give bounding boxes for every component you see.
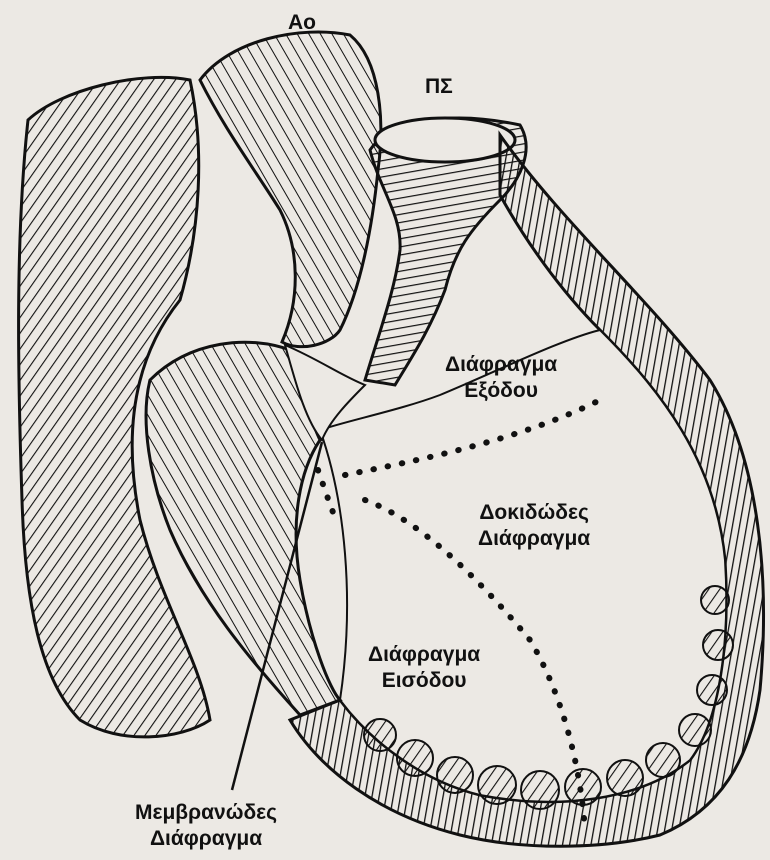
label-membranous-septum: Μεμβρανώδες Διάφραγμα (135, 800, 277, 853)
label-outlet-septum-line1: Διάφραγμα (445, 352, 557, 378)
label-trabecular-septum-line2: Διάφραγμα (478, 526, 590, 552)
pulmonary-trunk-lumen (375, 118, 515, 162)
label-pulmonary-trunk: ΠΣ (425, 74, 453, 100)
label-outlet-septum: Διάφραγμα Εξόδου (445, 352, 557, 405)
label-inlet-septum-line2: Εισόδου (368, 668, 480, 694)
label-outlet-septum-line2: Εξόδου (445, 378, 557, 404)
label-aorta: Ao (288, 10, 316, 36)
aorta-vessel (200, 32, 381, 347)
label-inlet-septum: Διάφραγμα Εισόδου (368, 642, 480, 695)
label-trabecular-septum: Δοκιδώδες Διάφραγμα (478, 500, 590, 553)
label-inlet-septum-line1: Διάφραγμα (368, 642, 480, 668)
label-membranous-septum-line2: Διάφραγμα (135, 826, 277, 852)
label-membranous-septum-line1: Μεμβρανώδες (135, 800, 277, 826)
label-trabecular-septum-line1: Δοκιδώδες (478, 500, 590, 526)
